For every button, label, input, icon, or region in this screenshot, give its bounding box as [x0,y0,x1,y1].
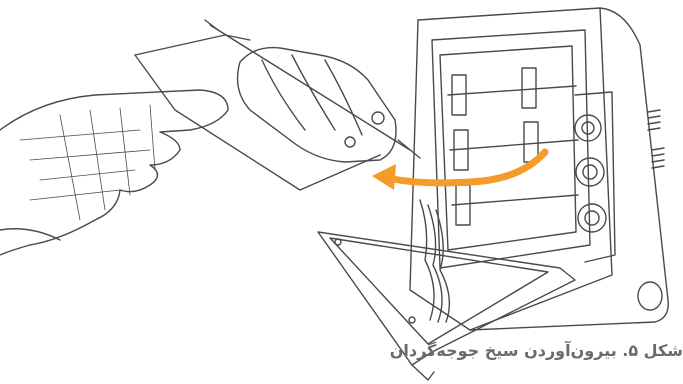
removal-arrow-icon [372,152,545,190]
oven-mitt-hand [0,90,228,255]
oven-body [410,8,668,330]
figure-caption: شکل ۵. بیرون‌آوردن سیخ جوجه‌گردان [312,336,683,366]
chicken-on-spit [205,20,420,162]
rotisserie-frame [135,35,380,190]
